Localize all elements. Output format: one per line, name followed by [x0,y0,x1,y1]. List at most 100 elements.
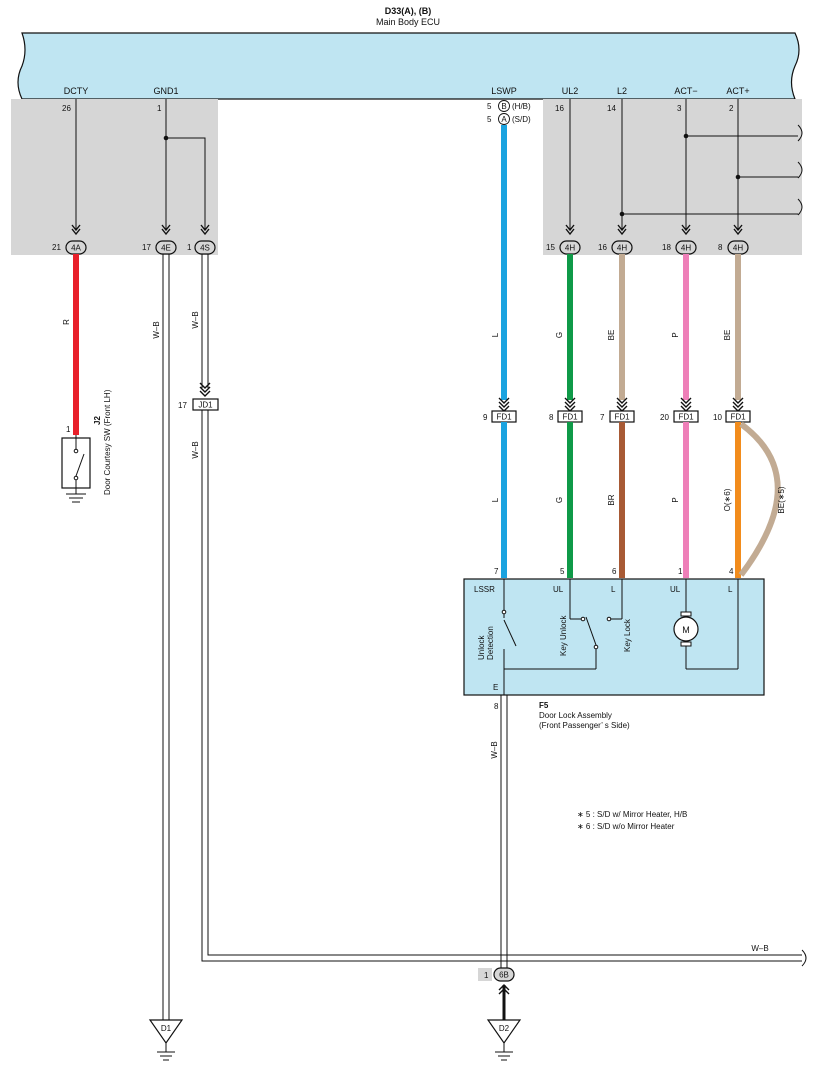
terminal-act-minus: ACT− [674,86,697,96]
assembly-code: F5 [539,701,549,710]
svg-text:5: 5 [560,567,565,576]
svg-text:4: 4 [729,567,734,576]
svg-text:D2: D2 [499,1024,510,1033]
pin-dcty: 26 [62,104,71,113]
wire-label-p-lower: P [671,497,680,502]
svg-text:4S: 4S [200,244,210,253]
svg-text:17: 17 [142,243,151,252]
svg-text:FD1: FD1 [678,413,694,422]
connector-fd1-10: 10 FD1 [713,397,751,423]
terminal-dcty: DCTY [64,86,89,96]
svg-text:16: 16 [598,243,607,252]
svg-text:7: 7 [494,567,499,576]
pin-act-minus: 3 [677,104,682,113]
connector-fd1-7: 7 FD1 [600,397,635,423]
svg-text:LSSR: LSSR [474,585,495,594]
wire-label-r: R [62,319,71,325]
svg-text:8: 8 [718,243,723,252]
terminal-ul2: UL2 [562,86,579,96]
svg-text:9: 9 [483,413,488,422]
connector-4h-act-plus: 8 4H [718,224,749,255]
connector-4h-l2: 16 4H [598,224,633,255]
label-detection: Detection [486,626,495,660]
ecu-name: Main Body ECU [376,17,440,27]
svg-text:(S/D): (S/D) [512,115,531,124]
svg-text:L: L [611,585,616,594]
svg-text:4H: 4H [681,244,691,253]
wire-label-g-lower: G [555,497,564,503]
connector-fd1-20: 20 FD1 [660,397,699,423]
wire-label-wb-gnd1: W–B [152,321,161,338]
pin-gnd1: 1 [157,104,162,113]
lswp-pin-b: 5 B (H/B) [487,100,531,112]
svg-text:5: 5 [487,102,492,111]
terminal-l2: L2 [617,86,627,96]
svg-text:1: 1 [678,567,683,576]
wire-label-wb-4s: W–B [191,311,200,328]
assembly-pins: 7 5 6 1 4 [494,567,734,576]
svg-text:FD1: FD1 [562,413,578,422]
svg-text:7: 7 [600,413,605,422]
svg-text:FD1: FD1 [614,413,630,422]
ecu-code: D33(A), (B) [385,6,432,16]
svg-text:JD1: JD1 [198,401,213,410]
ground-d2: D2 [486,1019,522,1061]
connector-4a: 21 4A [52,224,87,255]
svg-text:1: 1 [66,425,71,434]
svg-text:4H: 4H [617,244,627,253]
note-5: ∗ 5 : S/D w/ Mirror Heater, H/B [577,810,687,819]
switch-contacts [501,609,612,650]
bus-edge-mark [801,949,807,967]
ecu-edge-marks [797,124,803,216]
svg-text:5: 5 [487,115,492,124]
assembly-terminals: LSSR UL L UL L [474,585,733,594]
pin-ul2: 16 [555,104,564,113]
svg-text:4H: 4H [733,244,743,253]
wire-label-l-upper: L [491,332,500,337]
pin-act-plus: 2 [729,104,734,113]
connector-jd1: 17 JD1 [178,382,219,411]
wire-label-br: BR [607,494,616,505]
svg-text:6B: 6B [499,971,509,980]
assembly-circuit [503,579,739,695]
svg-text:8: 8 [549,413,554,422]
wire-label-wb-jd1: W–B [191,441,200,458]
svg-text:A: A [501,115,507,124]
svg-text:4E: 4E [161,244,171,253]
svg-text:21: 21 [52,243,61,252]
svg-text:10: 10 [713,413,722,422]
ecu-shade-left [11,99,218,255]
svg-text:FD1: FD1 [730,413,746,422]
svg-text:20: 20 [660,413,669,422]
label-unlock: Unlock [477,635,486,660]
svg-text:15: 15 [546,243,555,252]
wire-label-be-act: BE [723,330,732,341]
ecu-internal-lines [75,99,798,230]
wire-label-p-upper: P [671,332,680,337]
connector-6b: 1 6B [478,967,515,1020]
svg-text:B: B [501,102,506,111]
svg-text:6: 6 [612,567,617,576]
wire-label-wb-bus: W–B [751,944,768,953]
wire-label-l-lower: L [491,497,500,502]
wires-wb [162,254,802,1028]
svg-text:UL: UL [670,585,681,594]
door-sw-name: Door Courtesy SW (Front LH) [103,389,112,495]
svg-text:M: M [682,625,690,635]
svg-text:18: 18 [662,243,671,252]
connector-fd1-8: 8 FD1 [549,397,583,423]
lswp-pin-a: 5 A (S/D) [487,113,531,125]
svg-text:(H/B): (H/B) [512,102,531,111]
door-lock-assembly [463,578,765,696]
terminal-gnd1: GND1 [153,86,178,96]
svg-text:FD1: FD1 [496,413,512,422]
assembly-e-pin: 8 [494,702,499,711]
svg-text:17: 17 [178,401,187,410]
note-6: ∗ 6 : S/D w/o Mirror Heater [577,822,675,831]
door-courtesy-switch: 1 [61,425,91,503]
connector-4s: 1 4S [187,224,216,255]
wire-label-wb-e: W–B [490,741,499,758]
svg-text:1: 1 [484,971,489,980]
svg-text:D1: D1 [161,1024,172,1033]
